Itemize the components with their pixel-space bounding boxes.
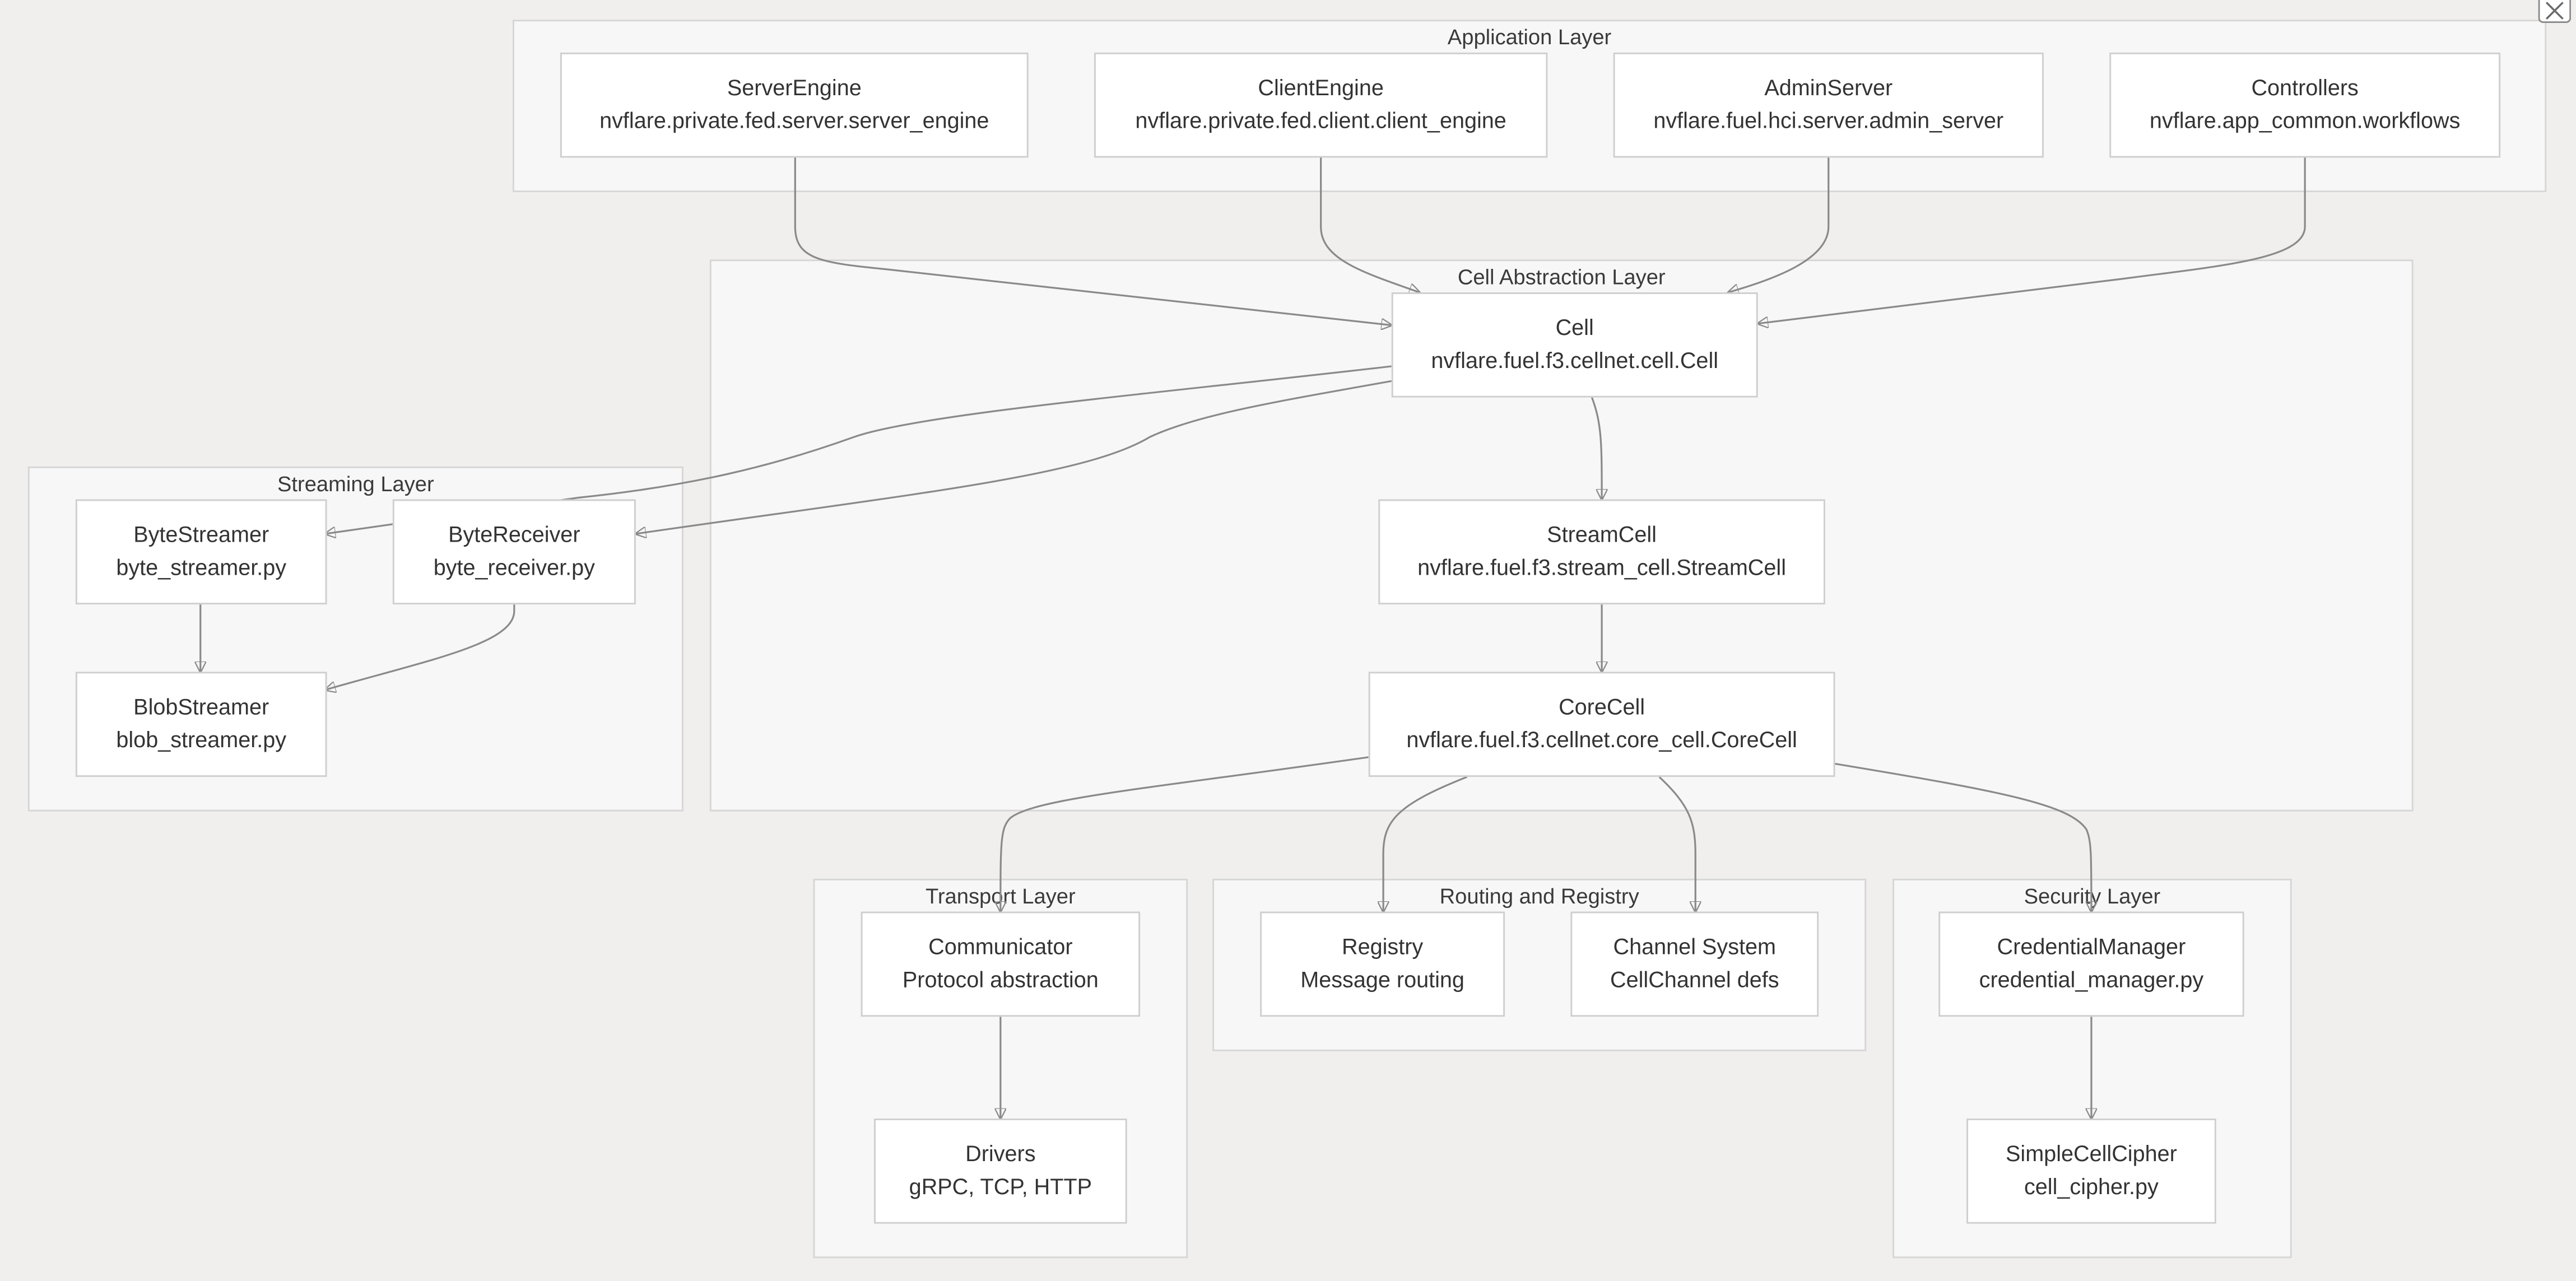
node-registry-detail: Message routing [1300, 967, 1464, 993]
node-client-engine-name: ClientEngine [1258, 75, 1384, 100]
node-core-cell-name: CoreCell [1559, 695, 1645, 720]
node-communicator-name: Communicator [928, 934, 1073, 959]
node-controllers-name: Controllers [2251, 75, 2359, 100]
node-simple-cell-cipher-detail: cell_cipher.py [2024, 1174, 2159, 1199]
edge-bytereceiver-blobstreamer [326, 604, 515, 690]
node-channel-system: Channel System CellChannel defs [1570, 911, 1819, 1017]
node-server-engine-detail: nvflare.private.fed.server.server_engine [599, 108, 989, 133]
node-credential-manager-name: CredentialManager [1997, 934, 2186, 959]
node-stream-cell-detail: nvflare.fuel.f3.stream_cell.StreamCell [1417, 555, 1787, 580]
edge-adminserver-cell [1728, 157, 1830, 292]
node-simple-cell-cipher-name: SimpleCellCipher [2006, 1142, 2177, 1167]
edge-clientengine-cell [1320, 157, 1420, 292]
node-admin-server-detail: nvflare.fuel.hci.server.admin_server [1653, 108, 2004, 133]
edge-cell-streamcell [1591, 397, 1602, 500]
node-controllers-detail: nvflare.app_common.workflows [2149, 108, 2461, 133]
edge-corecell-channelsystem [1658, 776, 1696, 911]
node-drivers-detail: gRPC, TCP, HTTP [909, 1174, 1092, 1199]
node-blob-streamer-detail: blob_streamer.py [116, 728, 287, 753]
node-cell-detail: nvflare.fuel.f3.cellnet.cell.Cell [1431, 348, 1719, 373]
node-cell: Cell nvflare.fuel.f3.cellnet.cell.Cell [1391, 292, 1758, 398]
node-byte-receiver-name: ByteReceiver [448, 522, 580, 547]
node-stream-cell-name: StreamCell [1547, 522, 1657, 547]
streaming-layer-title: Streaming Layer [277, 471, 434, 496]
node-byte-streamer-name: ByteStreamer [133, 522, 269, 547]
node-cell-name: Cell [1555, 315, 1594, 341]
node-server-engine-name: ServerEngine [727, 75, 862, 100]
node-registry: Registry Message routing [1260, 911, 1505, 1017]
node-stream-cell: StreamCell nvflare.fuel.f3.stream_cell.S… [1378, 499, 1825, 605]
node-byte-streamer: ByteStreamer byte_streamer.py [75, 499, 327, 605]
edge-serverengine-cell [794, 157, 1391, 325]
close-button[interactable] [2538, 0, 2572, 24]
node-core-cell-detail: nvflare.fuel.f3.cellnet.core_cell.CoreCe… [1406, 728, 1797, 753]
node-client-engine-detail: nvflare.private.fed.client.client_engine [1135, 108, 1506, 133]
node-channel-system-detail: CellChannel defs [1610, 967, 1779, 993]
node-byte-receiver-detail: byte_receiver.py [433, 555, 595, 580]
node-client-engine: ClientEngine nvflare.private.fed.client.… [1094, 52, 1548, 158]
node-credential-manager: CredentialManager credential_manager.py [1938, 911, 2244, 1017]
node-communicator: Communicator Protocol abstraction [861, 911, 1141, 1017]
node-blob-streamer-name: BlobStreamer [133, 695, 269, 720]
edge-cell-bytereceiver [636, 380, 1392, 534]
node-blob-streamer: BlobStreamer blob_streamer.py [75, 672, 327, 777]
node-simple-cell-cipher: SimpleCellCipher cell_cipher.py [1966, 1118, 2216, 1224]
routing-registry-layer-title: Routing and Registry [1439, 883, 1639, 909]
node-drivers-name: Drivers [965, 1142, 1036, 1167]
edge-corecell-communicator [1001, 756, 1369, 912]
node-byte-streamer-detail: byte_streamer.py [116, 555, 287, 580]
edge-controllers-cell [1758, 157, 2306, 324]
node-communicator-detail: Protocol abstraction [902, 967, 1099, 993]
node-registry-name: Registry [1341, 934, 1424, 959]
application-layer-title: Application Layer [1447, 24, 1612, 49]
node-core-cell: CoreCell nvflare.fuel.f3.cellnet.core_ce… [1368, 672, 1835, 777]
node-channel-system-name: Channel System [1613, 934, 1777, 959]
edge-corecell-credentialmanager [1835, 762, 2091, 912]
node-credential-manager-detail: credential_manager.py [1979, 967, 2204, 993]
node-controllers: Controllers nvflare.app_common.workflows [2109, 52, 2501, 158]
node-byte-receiver: ByteReceiver byte_receiver.py [392, 499, 636, 605]
edge-cell-bytestreamer [326, 365, 1392, 534]
close-icon [2545, 2, 2564, 20]
edge-corecell-registry [1383, 776, 1468, 911]
node-admin-server-name: AdminServer [1764, 75, 1893, 100]
node-admin-server: AdminServer nvflare.fuel.hci.server.admi… [1613, 52, 2044, 158]
node-drivers: Drivers gRPC, TCP, HTTP [874, 1118, 1127, 1224]
node-server-engine: ServerEngine nvflare.private.fed.server.… [560, 52, 1029, 158]
cell-abstraction-layer-title: Cell Abstraction Layer [1457, 264, 1666, 290]
